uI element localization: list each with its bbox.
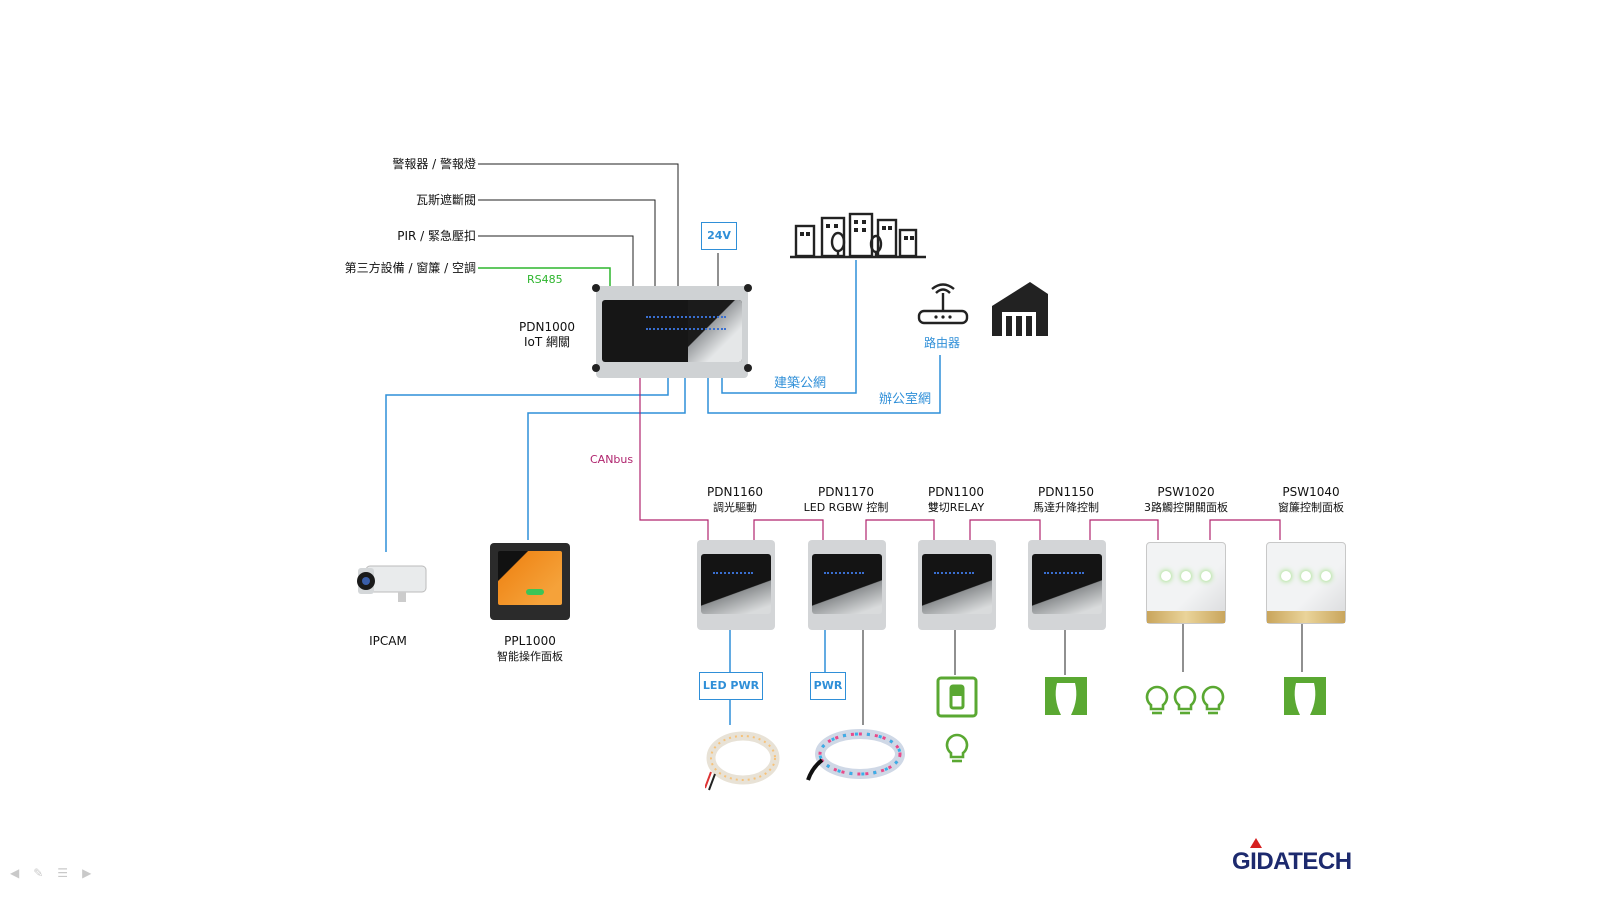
module-model: PDN1170 <box>818 485 874 499</box>
gidatech-logo: GIDATECH <box>1232 848 1352 875</box>
led-pwr-box: LED PWR <box>699 672 763 700</box>
ppl1000-desc: 智能操作面板 <box>497 650 563 663</box>
router-label: 路由器 <box>923 336 961 350</box>
ipcam-icon <box>357 565 427 602</box>
prev-slide-icon[interactable]: ◀ <box>10 866 20 880</box>
pdn1100-device <box>918 540 996 630</box>
warehouse-icon <box>992 282 1048 336</box>
module-model: PSW1040 <box>1282 485 1340 499</box>
psw1040-device <box>1266 542 1346 624</box>
curtain-icon <box>1045 677 1087 715</box>
pen-icon[interactable]: ✎ <box>33 866 44 880</box>
ppl1000-model: PPL1000 <box>504 634 556 648</box>
next-slide-icon[interactable]: ▶ <box>82 866 92 880</box>
building-network-label: 建築公網 <box>774 376 827 391</box>
input-label-alarm: 警報器 / 警報燈 <box>392 157 476 171</box>
office-buildings-icon <box>790 212 926 259</box>
input-label-pir: PIR / 緊急壓扣 <box>397 229 476 243</box>
module-model: PDN1150 <box>1038 485 1094 499</box>
input-label-third-party: 第三方設備 / 窗簾 / 空調 <box>344 261 476 275</box>
module-label-pdn1150: PDN1150 馬達升降控制 <box>1033 485 1099 515</box>
gateway-label: PDN1000 IoT 網關 <box>519 320 575 350</box>
pdn1160-device <box>697 540 775 630</box>
module-model: PSW1020 <box>1157 485 1215 499</box>
menu-icon[interactable]: ☰ <box>57 866 69 880</box>
canbus-label: CANbus <box>590 453 634 466</box>
ppl1000-label: PPL1000 智能操作面板 <box>497 634 563 664</box>
office-network-label: 辦公室網 <box>879 392 932 407</box>
router-icon <box>917 283 969 325</box>
logo-triangle-icon <box>1250 838 1262 848</box>
module-desc: 窗簾控制面板 <box>1278 501 1344 514</box>
module-desc: 3路觸控開關面板 <box>1144 501 1228 514</box>
pwr-box: PWR <box>810 672 846 700</box>
rs485-label: RS485 <box>527 273 563 286</box>
psw1020-device <box>1146 542 1226 624</box>
slide-nav[interactable]: ◀ ✎ ☰ ▶ <box>10 866 91 880</box>
pdn1150-device <box>1028 540 1106 630</box>
bulb-icon <box>945 733 969 763</box>
ipcam-label: IPCAM <box>369 634 407 648</box>
power-24v-box: 24V <box>701 222 737 250</box>
pdn1170-device <box>808 540 886 630</box>
led-strip-icon <box>705 731 780 791</box>
module-desc: 雙切RELAY <box>927 501 985 514</box>
rgb-led-strip-icon <box>806 729 905 781</box>
ppl1000-panel-device <box>490 543 570 620</box>
gateway-model: PDN1000 <box>519 320 575 334</box>
module-desc: 調光驅動 <box>713 501 757 514</box>
module-model: PDN1160 <box>707 485 763 499</box>
module-label-pdn1170: PDN1170 LED RGBW 控制 <box>804 485 889 515</box>
module-label-psw1040: PSW1040 窗簾控制面板 <box>1278 485 1344 515</box>
input-label-gas-valve: 瓦斯遮斷閥 <box>415 193 476 207</box>
module-desc: 馬達升降控制 <box>1033 501 1099 514</box>
module-model: PDN1100 <box>928 485 984 499</box>
module-label-psw1020: PSW1020 3路觸控開關面板 <box>1144 485 1228 515</box>
module-label-pdn1100: PDN1100 雙切RELAY <box>928 485 984 515</box>
three-bulbs-icon <box>1145 685 1225 715</box>
gateway-device <box>592 284 752 378</box>
switch-icon <box>936 676 978 718</box>
gateway-desc: IoT 網關 <box>523 335 571 349</box>
curtain-icon <box>1284 677 1326 715</box>
module-label-pdn1160: PDN1160 調光驅動 <box>707 485 763 515</box>
module-desc: LED RGBW 控制 <box>803 501 889 514</box>
